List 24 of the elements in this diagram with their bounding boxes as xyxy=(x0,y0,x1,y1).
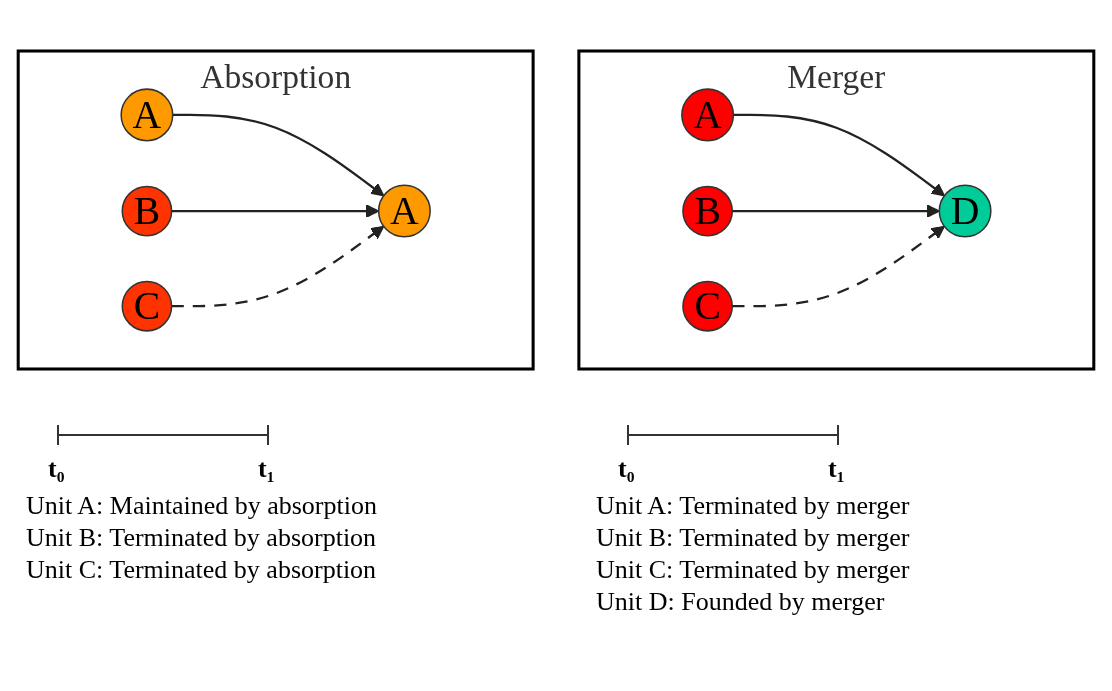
arrow xyxy=(732,204,940,218)
note-text: Unit C: Terminated by absorption xyxy=(26,554,377,586)
node-circle: C xyxy=(121,280,173,332)
node-circle: B xyxy=(121,185,173,237)
node-circle: A xyxy=(120,88,174,142)
node-circle: C xyxy=(682,280,734,332)
time-label: t₀ xyxy=(618,454,635,484)
note-text: Unit A: Maintained by absorption xyxy=(26,490,377,522)
arrow xyxy=(172,113,385,197)
arrow xyxy=(732,225,945,308)
note-text: Unit B: Terminated by merger xyxy=(596,522,910,554)
time-label: t₁ xyxy=(258,454,275,484)
note-text: Unit B: Terminated by absorption xyxy=(26,522,377,554)
node-circle: B xyxy=(682,185,734,237)
time-label: t₁ xyxy=(828,454,845,484)
arrow xyxy=(171,225,385,308)
node-circle: A xyxy=(681,88,735,142)
time-label: t₀ xyxy=(48,454,65,484)
node-circle: D xyxy=(938,184,992,238)
arrow xyxy=(733,113,946,197)
note-text: Unit D: Founded by merger xyxy=(596,586,885,618)
note-text: Unit A: Terminated by merger xyxy=(596,490,910,522)
node-circle: A xyxy=(377,184,431,238)
note-text: Unit C: Terminated by merger xyxy=(596,554,910,586)
